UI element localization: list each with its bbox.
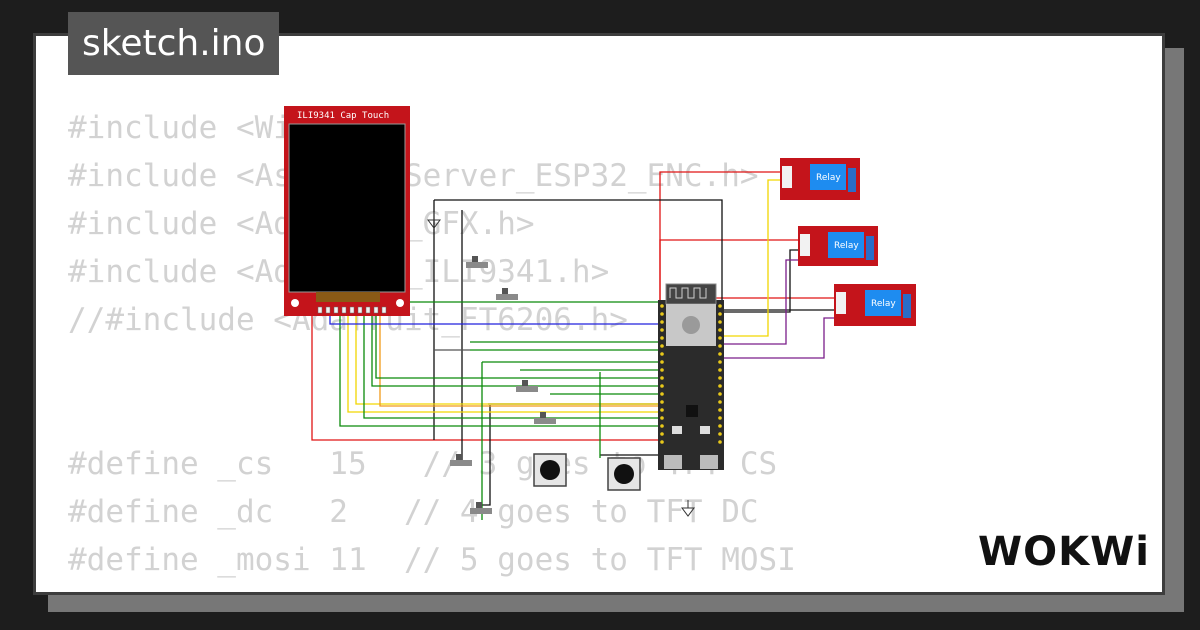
wire-red <box>659 171 782 300</box>
slide-switch <box>450 454 472 466</box>
code-line: #define _sclk 12 // 6 goes to TFT SCK/CL… <box>68 584 852 592</box>
esp32-board <box>658 283 724 470</box>
tft-label: ILI9341 Cap Touch <box>297 111 389 121</box>
wire-green <box>375 312 660 379</box>
wire-yellow <box>347 312 660 413</box>
wire-black <box>434 199 723 300</box>
relay-label: Relay <box>871 299 896 309</box>
slide-switch <box>534 412 556 424</box>
relay-label: Relay <box>834 241 859 251</box>
slide-switch <box>470 502 492 514</box>
wire-purple <box>722 317 836 359</box>
tft-pin-header <box>317 306 387 314</box>
wire-green <box>363 312 660 419</box>
wire-yellow <box>355 312 660 405</box>
wire-yellow <box>722 179 782 337</box>
code-line: #define _dc 2 // 4 goes to TFT DC <box>68 494 759 530</box>
wire-black <box>722 249 800 313</box>
code-line: #define _mosi 11 // 5 goes to TFT MOSI <box>68 542 796 578</box>
wire-red <box>659 239 800 300</box>
esp32-pins <box>660 304 722 444</box>
pushbutton <box>607 457 641 491</box>
slide-switch <box>466 256 488 268</box>
tft-display: ILI9341 Cap Touch <box>284 106 410 316</box>
ground-symbol-icon <box>427 212 441 229</box>
wire-black <box>480 405 491 506</box>
code-line: #define _cs 15 // 3 goes to TFT CS <box>68 446 778 482</box>
relay-module: Relay <box>780 158 860 200</box>
relay-module: Relay <box>834 284 916 326</box>
slide-switch <box>496 288 518 300</box>
relay-label: Relay <box>816 173 841 183</box>
wokwi-logo: WOKWi <box>978 529 1150 575</box>
wire-orange <box>379 312 660 407</box>
wire-red <box>311 312 670 441</box>
file-title-tab: sketch.ino <box>68 12 280 75</box>
wire-green <box>371 312 660 387</box>
pushbutton <box>533 453 567 487</box>
wire-purple <box>722 259 800 345</box>
wire-green <box>339 312 660 427</box>
ground-symbol-icon <box>681 500 695 517</box>
slide-switch <box>516 380 538 392</box>
relay-module: Relay <box>798 226 878 266</box>
